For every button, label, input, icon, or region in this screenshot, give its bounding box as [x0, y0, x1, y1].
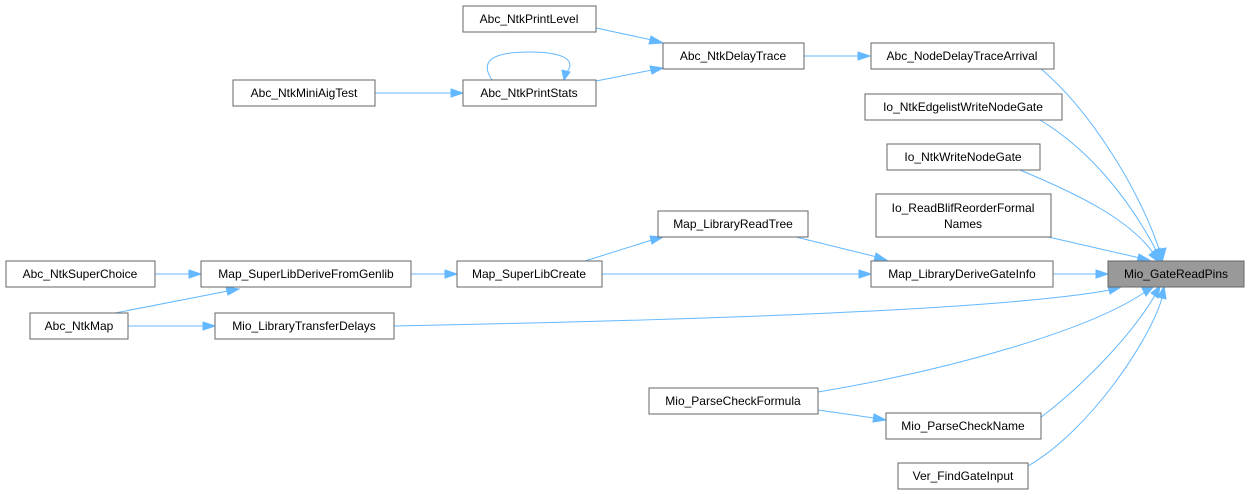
node-label: Map_SuperLibDeriveFromGenlib [218, 267, 394, 281]
node-io-ntkedgelistwritenodegate[interactable]: Io_NtkEdgelistWriteNodeGate [864, 93, 1063, 121]
node-label: Io_NtkWriteNodeGate [904, 150, 1021, 164]
node-abc-ntkminiaigtest[interactable]: Abc_NtkMiniAigTest [232, 79, 376, 107]
node-label-line1: Io_ReadBlifReorderFormal [892, 201, 1035, 215]
node-label: Abc_NtkDelayTrace [680, 49, 787, 63]
node-label: Map_SuperLibCreate [472, 267, 586, 281]
node-abc-nodedelaytracearrival[interactable]: Abc_NodeDelayTraceArrival [870, 42, 1055, 70]
node-label: Mio_GateReadPins [1124, 267, 1228, 281]
node-map-libraryderivegateinfo[interactable]: Map_LibraryDeriveGateInfo [870, 260, 1054, 288]
node-label: Mio_LibraryTransferDelays [232, 319, 376, 333]
edge-readblifreorderformalnames-to-gatereadpins [1043, 235, 1153, 263]
edge-superlibcreate-to-libraryreadtree [584, 235, 665, 262]
node-label: Abc_NodeDelayTraceArrival [887, 49, 1038, 63]
edge-libraryreadtree-to-libraryderivegateinfo [795, 236, 890, 262]
edge-ntkmap-to-superlibderivefromgenlib [109, 286, 241, 315]
node-abc-ntkprintstats[interactable]: Abc_NtkPrintStats [462, 79, 597, 107]
node-io-readblifreorderformalnames[interactable]: Io_ReadBlifReorderFormal Names [875, 193, 1052, 238]
edge-superlibcreate-to-libraryderivegateinfo [602, 269, 873, 279]
node-ver-findgateinput[interactable]: Ver_FindGateInput [897, 462, 1029, 490]
node-map-superlibcreate[interactable]: Map_SuperLibCreate [456, 260, 603, 288]
edge-ntkmap-to-librarytransferdelays [128, 321, 217, 331]
edge-parsecheckformula-to-gatereadpins [817, 285, 1156, 393]
node-label: Abc_NtkMap [45, 319, 114, 333]
node-map-libraryreadtree[interactable]: Map_LibraryReadTree [657, 210, 809, 238]
node-label: Abc_NtkPrintLevel [480, 12, 579, 26]
edge-ntkprintlevel-to-ntkdelaytrace [595, 27, 665, 45]
edge-libraryderivegateinfo-to-gatereadpins [1053, 269, 1110, 279]
edge-superlibderivefromgenlib-to-superlibcreate [411, 269, 459, 279]
edge-ntkminiaigtest-to-ntkprintstats [375, 88, 465, 98]
node-mio-parsecheckname[interactable]: Mio_ParseCheckName [885, 412, 1042, 440]
node-label: Map_LibraryReadTree [673, 217, 793, 231]
node-label: Mio_ParseCheckFormula [665, 394, 801, 408]
node-io-ntkwritenodegate[interactable]: Io_NtkWriteNodeGate [886, 143, 1041, 171]
edge-ntksuperchoice-to-superlibderivefromgenlib [155, 269, 203, 279]
edge-parsecheckname-to-gatereadpins [1039, 284, 1161, 419]
node-abc-ntkdelaytrace[interactable]: Abc_NtkDelayTrace [662, 42, 805, 70]
edge-writenodegate-to-gatereadpins [1019, 169, 1161, 265]
node-label: Io_NtkEdgelistWriteNodeGate [883, 100, 1043, 114]
node-map-superlibderivefromgenlib[interactable]: Map_SuperLibDeriveFromGenlib [200, 260, 412, 288]
edge-librarytransferdelays-to-gatereadpins [393, 285, 1123, 327]
edge-ntkprintstats-self-loop [486, 51, 571, 82]
node-mio-parsecheckformula[interactable]: Mio_ParseCheckFormula [648, 387, 819, 415]
node-abc-ntkmap[interactable]: Abc_NtkMap [29, 312, 129, 340]
edges [109, 27, 1167, 467]
node-abc-ntksuperchoice[interactable]: Abc_NtkSuperChoice [5, 260, 156, 288]
node-label-line2: Names [944, 217, 982, 231]
node-label: Ver_FindGateInput [913, 469, 1014, 483]
node-label: Map_LibraryDeriveGateInfo [888, 267, 1036, 281]
node-abc-ntkprintlevel[interactable]: Abc_NtkPrintLevel [462, 5, 597, 33]
node-mio-librarytransferdelays[interactable]: Mio_LibraryTransferDelays [214, 312, 395, 340]
node-label: Mio_ParseCheckName [901, 419, 1025, 433]
edge-ntkprintstats-to-ntkdelaytrace [595, 65, 665, 82]
edge-parsecheckformula-to-parsecheckname [817, 409, 888, 423]
node-mio-gatereadpins[interactable]: Mio_GateReadPins [1107, 260, 1245, 288]
node-label: Abc_NtkPrintStats [480, 86, 577, 100]
node-label: Abc_NtkSuperChoice [23, 267, 138, 281]
edge-ntkdelaytrace-to-nodedelaytracearrival [804, 51, 872, 61]
nodes: Mio_GateReadPins Abc_NodeDelayTraceArriv… [5, 5, 1245, 490]
edge-findgateinput-to-gatereadpins [1027, 284, 1167, 467]
node-label: Abc_NtkMiniAigTest [251, 86, 358, 100]
